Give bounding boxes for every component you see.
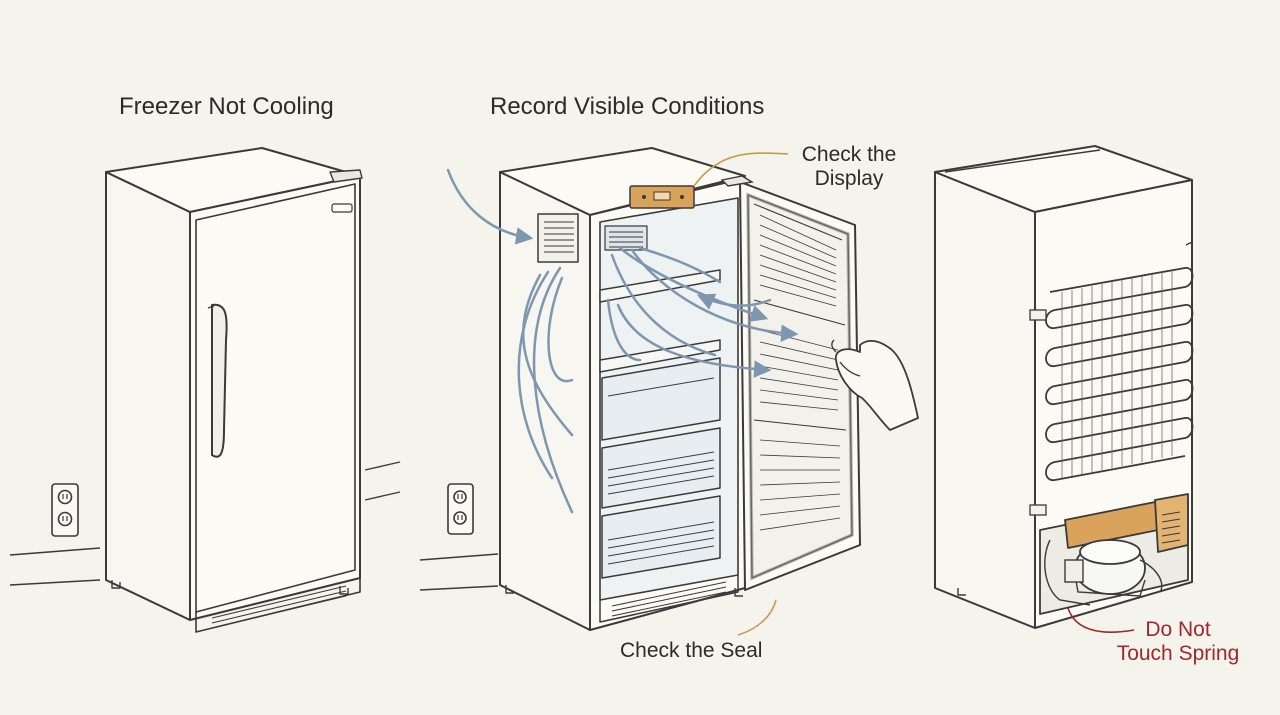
spring-warning-line2: Touch Spring bbox=[1116, 642, 1240, 666]
display-callout-leader bbox=[693, 152, 789, 187]
wall-outlet-icon bbox=[51, 483, 79, 537]
display-callout-line1: Check the bbox=[801, 143, 897, 166]
panel-title-freezer-not-cooling: Freezer Not Cooling bbox=[119, 93, 334, 120]
hand-icon bbox=[831, 339, 919, 431]
panel-title-record-visible-conditions: Record Visible Conditions bbox=[490, 93, 765, 120]
spring-warning-leader bbox=[1067, 607, 1135, 633]
display-callout: Check the Display bbox=[794, 143, 904, 191]
compressor-icon bbox=[1044, 539, 1163, 606]
airflow-arrow-icon bbox=[446, 168, 799, 514]
display-callout-line2: Display bbox=[814, 167, 884, 191]
seal-callout-leader bbox=[737, 599, 777, 636]
spring-warning-line1: Do Not bbox=[1145, 618, 1211, 641]
wall-outlet-icon bbox=[447, 483, 474, 535]
left-freezer-closed bbox=[9, 147, 401, 633]
door-seal bbox=[746, 192, 854, 581]
control-display bbox=[629, 175, 754, 209]
condenser-coil bbox=[1029, 267, 1194, 516]
seal-callout: Check the Seal bbox=[620, 639, 763, 662]
spring-warning-callout: Do Not Touch Spring bbox=[1108, 618, 1248, 666]
